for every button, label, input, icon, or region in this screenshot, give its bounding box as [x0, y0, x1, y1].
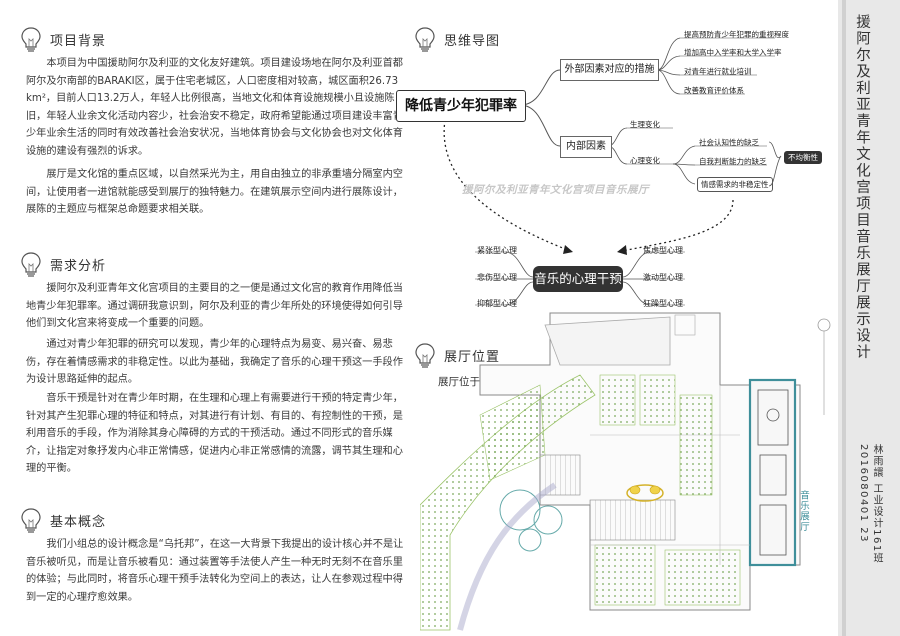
mindmap-internal-sub: 心理变化	[630, 156, 660, 165]
mindmap-right-item: 激动型心理	[643, 273, 683, 282]
mindmap-external-item: 改善教育评价体系	[684, 86, 744, 95]
floor-plan	[420, 312, 831, 631]
mindmap-main-node: 降低青少年犯罪率	[396, 90, 526, 122]
mindmap-watermark: 援阿尔及利亚青年文化宫项目音乐展厅	[462, 184, 649, 196]
mindmap-external-item: 对青年进行就业培训	[684, 67, 752, 76]
mindmap-external-node: 外部因素对应的措施	[560, 59, 659, 81]
section-title: 思维导图	[444, 33, 501, 49]
mindmap-connectors	[443, 37, 782, 306]
mindmap-psych-item: 情感需求的非稳定性	[697, 177, 773, 192]
background-paragraph-2: 展厅是文化馆的重点区域，以自然采光为主，用自由独立的非承重墙分隔室内空间，让使用…	[26, 169, 403, 216]
mindmap-external-item: 增加高中入学率和大学入学率	[684, 48, 782, 57]
needs-paragraph-3: 音乐干预是针对在青少年时期，在生理和心理上有需要进行干预的特定青少年，针对其产生…	[26, 393, 403, 475]
side-title-bar	[838, 0, 900, 636]
vertical-project-title: 援阿尔及利亚青年文化宫项目音乐展厅展示设计	[854, 14, 870, 361]
mindmap-right-item: 狂躁型心理	[643, 299, 683, 308]
lightbulb-icon	[415, 343, 435, 368]
needs-paragraph-2: 通过对青少年犯罪的研究可以发现，青少年的心理特点为易变、易兴奋、易悲伤，存在着情…	[26, 339, 403, 386]
section-title: 基本概念	[50, 514, 107, 530]
section-background-header: 项目背景	[20, 26, 106, 52]
mindmap-tag: 不均衡性	[784, 151, 822, 164]
mindmap-internal-sub: 生理变化	[630, 120, 660, 129]
section-title: 项目背景	[50, 33, 107, 49]
mindmap-external-item: 提高预防青少年犯罪的重视程度	[684, 30, 789, 39]
concept-paragraph-1: 我们小组总的设计概念是“乌托邦”，在这一大背景下我提出的设计核心并不是让音乐被听…	[26, 539, 404, 603]
section-title: 展厅位置	[444, 349, 501, 365]
mindmap-left-item: 抑郁型心理	[477, 299, 517, 308]
side-title-bar-edge	[842, 0, 846, 636]
section-location-header: 展厅位置	[414, 342, 500, 368]
section-title: 需求分析	[50, 258, 107, 274]
lightbulb-icon	[415, 27, 435, 52]
section-concept-header: 基本概念	[20, 507, 106, 533]
lightbulb-icon	[21, 27, 41, 52]
section-mindmap-header: 思维导图	[414, 26, 500, 52]
mindmap-internal-node: 内部因素	[560, 136, 612, 158]
mindmap-psych-item: 自我判断能力的缺乏	[699, 157, 767, 166]
music-hall-label: 音乐展厅	[798, 490, 809, 532]
background-paragraph-1: 本项目为中国援助阿尔及利亚的文化友好建筑。项目建设场地在阿尔及利亚首都阿尔及尔南…	[26, 58, 403, 157]
vertical-author-info: 林雨譞 工业设计161班 2016080401 23	[858, 444, 882, 565]
lightbulb-icon	[21, 252, 41, 277]
mindmap-psych-item: 社会认知性的缺乏	[699, 138, 759, 147]
mindmap-left-item: 悲伤型心理	[477, 273, 517, 282]
needs-paragraph-1: 援阿尔及利亚青年文化宫项目的主要目的之一便是通过文化宫的教育作用降低当地青少年犯…	[26, 283, 403, 330]
mindmap-right-item: 焦虑型心理	[643, 246, 683, 255]
section-needs-header: 需求分析	[20, 251, 106, 277]
mindmap-center-node: 音乐的心理干预	[533, 266, 623, 292]
mindmap-left-item: 紧张型心理	[477, 246, 517, 255]
lightbulb-icon	[21, 508, 41, 533]
